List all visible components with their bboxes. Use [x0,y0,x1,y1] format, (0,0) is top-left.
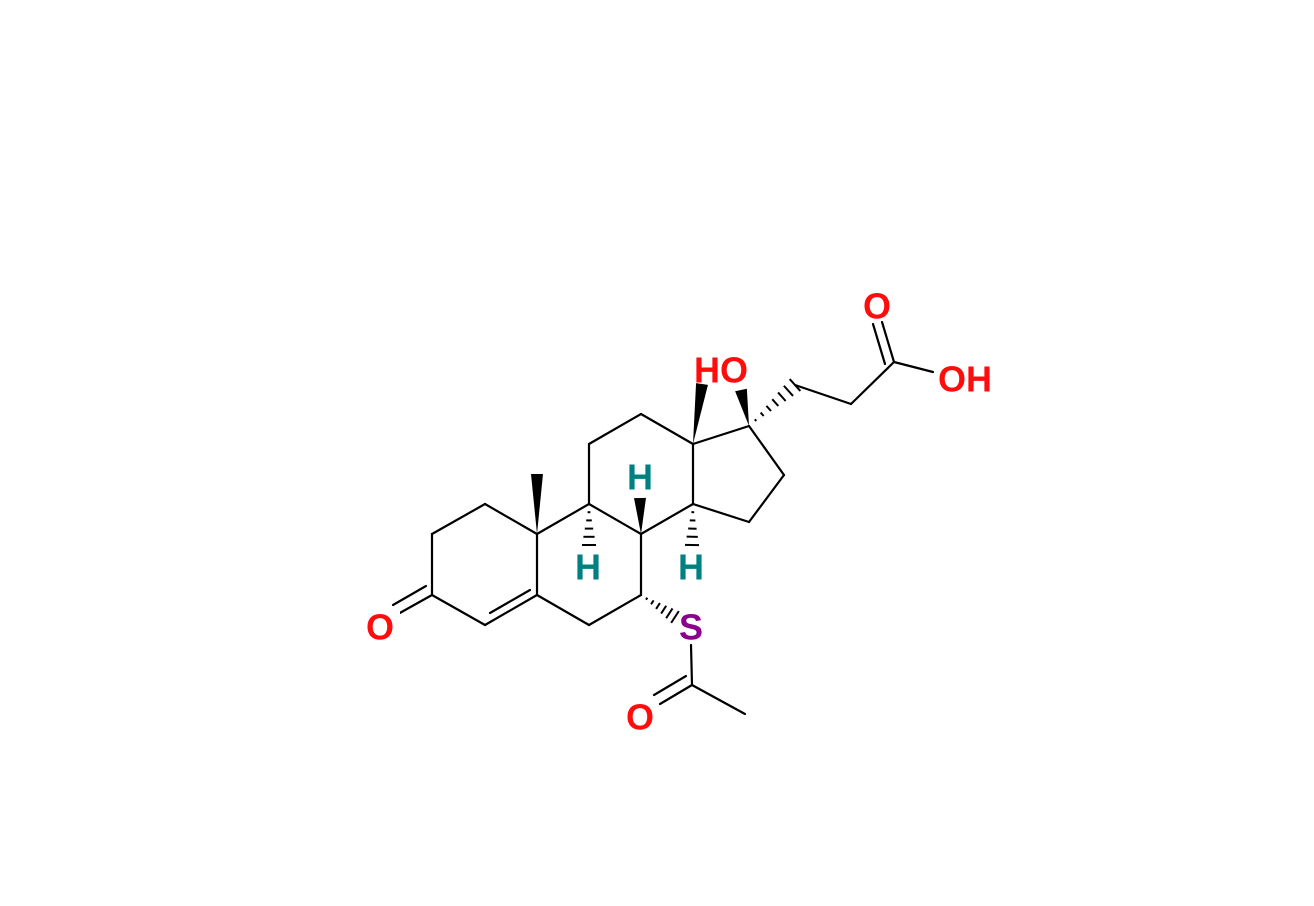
bond-C12-C13 [639,412,695,446]
hashed-bond-segment [783,385,794,397]
wedge-bond [735,388,749,426]
bond-C4-C5 [483,593,539,627]
bond-C3-C4 [430,593,487,627]
ketone-double-bond [391,584,428,607]
hashed-bond-segment [650,599,655,605]
ketone-oxygen-label: O [366,607,394,648]
hashed-bond-segment [765,405,772,412]
hydrogen-c8-label: H [627,457,653,498]
acid-double-bond [880,320,896,364]
acid-double-bond [871,322,887,366]
hashed-bond-segment [771,398,780,407]
hydrogen-c14-label: H [678,547,704,588]
bonds [391,320,935,716]
bond-C11-C12 [587,412,643,446]
hashed-bond-segment [665,607,674,619]
sulfur-label: S [679,607,703,648]
bond-C20-C21 [793,383,853,406]
hashed-bond-segment [655,602,661,610]
wedge-bond [531,474,543,534]
hydrogen-c9-label: H [575,547,601,588]
double-bond-inner-c4-c5 [488,588,532,615]
bond-C17-C16 [747,424,786,477]
hashed-bond-segment [754,418,758,422]
bond-C15-C14 [691,502,751,524]
bond-C10-C1 [483,502,539,536]
bond-C13-C17 [691,424,751,446]
thioester-double-bond [652,674,688,697]
sulfur-carbon-bond [689,643,694,687]
bond-C14-C8 [639,502,695,536]
thioester-double-bond [658,683,694,706]
acid-carbonyl-oxygen-label: O [863,286,891,327]
wedge-bond [634,497,646,534]
bond-SC-SMe [690,683,747,716]
hydroxyl-label: HO [694,350,748,391]
bond-C9-C10 [535,502,591,536]
bond-C5-C6 [535,593,591,627]
thioester-oxygen-label: O [626,697,654,738]
hashed-bond-segment [645,597,649,601]
bond-C6-C7 [587,593,643,627]
wedge-bond [693,383,708,444]
hashed-bond-segment [660,605,668,615]
bond-C21-C22 [849,360,896,406]
ketone-double-bond [396,593,434,616]
bond-C1-C2 [430,502,487,536]
hashed-bond-segment [777,391,787,402]
acid-hydroxyl-label: OH [938,359,992,400]
atom-labels: O HO O OH H H H S O [360,286,992,738]
bond-C8-C9 [587,502,643,536]
hashed-bond-segment [670,610,680,624]
hashed-bond-segment [788,378,802,392]
acid-oh-bond [892,360,935,374]
hashed-bond-segment [759,411,765,417]
bond-C16-C15 [747,473,786,524]
